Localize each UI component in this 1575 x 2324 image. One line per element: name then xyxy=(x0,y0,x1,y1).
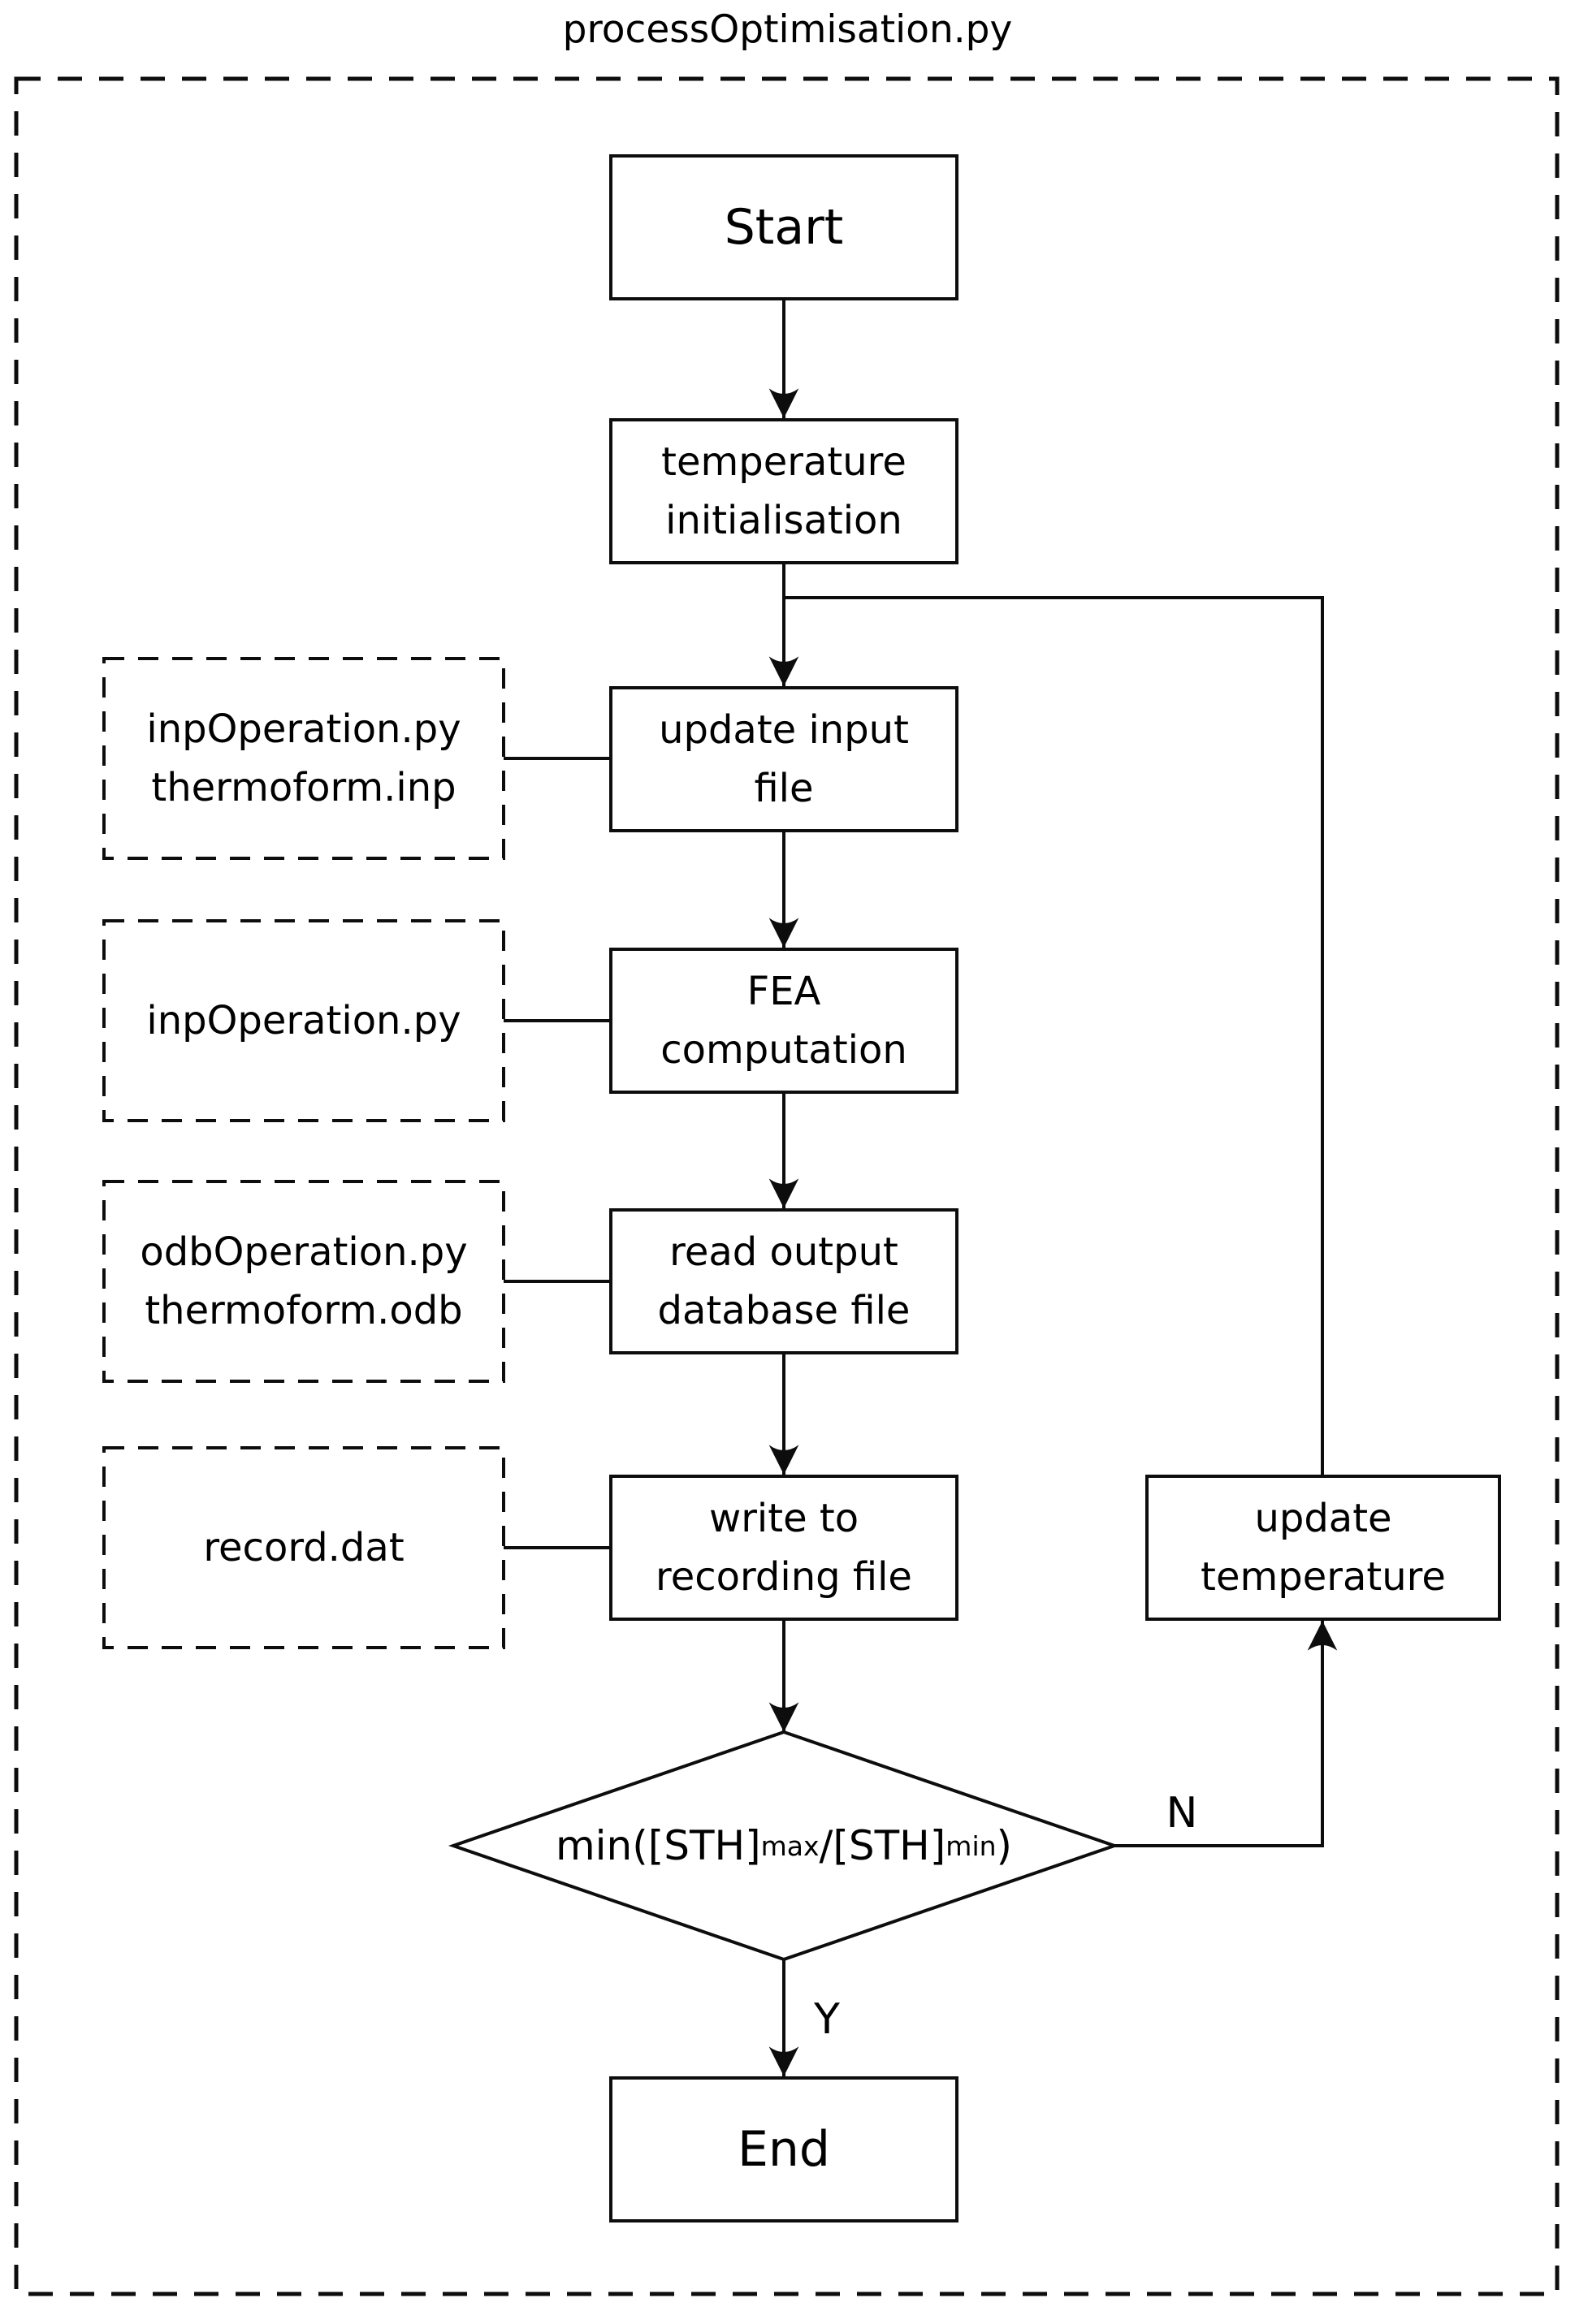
node-update-input-file-line2: file xyxy=(754,766,814,811)
script-boundary-frame xyxy=(14,76,1560,2296)
decision-yes-label: Y xyxy=(814,1995,840,2044)
node-temperature-initialisation-line2: initialisation xyxy=(665,498,902,543)
file-box-inp-update: inpOperation.py thermoform.inp xyxy=(104,659,504,858)
file-box-inp-fea-line1: inpOperation.py xyxy=(146,998,461,1043)
file-box-inp-fea-outline xyxy=(102,919,505,1122)
decision-expression-prefix: min([STH] xyxy=(555,1822,761,1869)
node-fea-computation-line1: FEA xyxy=(746,969,821,1014)
node-update-temperature-line1: update xyxy=(1254,1496,1392,1541)
node-start: Start xyxy=(609,154,958,300)
file-box-odb-read-outline xyxy=(102,1180,505,1383)
node-end: End xyxy=(609,2076,958,2222)
file-box-odb-read: odbOperation.py thermoform.odb xyxy=(104,1181,504,1381)
node-read-output-database-file: read output database file xyxy=(609,1208,958,1354)
node-write-to-recording-file: write to recording file xyxy=(609,1475,958,1621)
node-write-to-recording-file-line2: recording file xyxy=(656,1554,912,1600)
node-read-output-database-file-line1: read output xyxy=(669,1229,898,1275)
node-temperature-initialisation: temperature initialisation xyxy=(609,418,958,564)
node-temperature-initialisation-line1: temperature xyxy=(661,439,906,485)
node-update-temperature-line2: temperature xyxy=(1201,1554,1446,1600)
file-box-inp-update-outline xyxy=(102,657,505,860)
node-update-input-file-line1: update input xyxy=(659,707,909,753)
diagram-title: processOptimisation.py xyxy=(562,7,1013,52)
file-box-inp-update-line2: thermoform.inp xyxy=(151,765,456,810)
file-box-odb-read-line1: odbOperation.py xyxy=(140,1229,468,1275)
node-update-input-file: update input file xyxy=(609,686,958,832)
file-box-inp-fea: inpOperation.py xyxy=(104,921,504,1121)
decision-no-label: N xyxy=(1166,1789,1198,1838)
node-fea-computation-line2: computation xyxy=(660,1027,907,1073)
node-end-label: End xyxy=(737,2121,831,2178)
node-fea-computation: FEA computation xyxy=(609,948,958,1094)
node-read-output-database-file-line2: database file xyxy=(657,1288,911,1333)
decision-expression: min([STH]max/[STH]min) xyxy=(459,1805,1109,1886)
node-write-to-recording-file-line1: write to xyxy=(708,1496,859,1541)
decision-expression-mid: /[STH] xyxy=(819,1822,946,1869)
file-box-odb-read-line2: thermoform.odb xyxy=(145,1288,463,1333)
file-box-record-line1: record.dat xyxy=(203,1525,405,1570)
file-box-record-outline xyxy=(102,1446,505,1649)
node-start-label: Start xyxy=(724,199,844,256)
arrow-decision-no-to-update-temperature xyxy=(1114,1621,1338,1847)
decision-expression-sub-max: max xyxy=(760,1829,820,1862)
file-box-record: record.dat xyxy=(104,1448,504,1648)
node-update-temperature: update temperature xyxy=(1145,1475,1501,1621)
feedback-line-update-temperature-to-main-flow xyxy=(784,596,1324,1475)
file-box-inp-update-line1: inpOperation.py xyxy=(146,706,461,752)
decision-expression-suffix: ) xyxy=(996,1822,1013,1869)
decision-expression-sub-min: min xyxy=(945,1829,997,1862)
